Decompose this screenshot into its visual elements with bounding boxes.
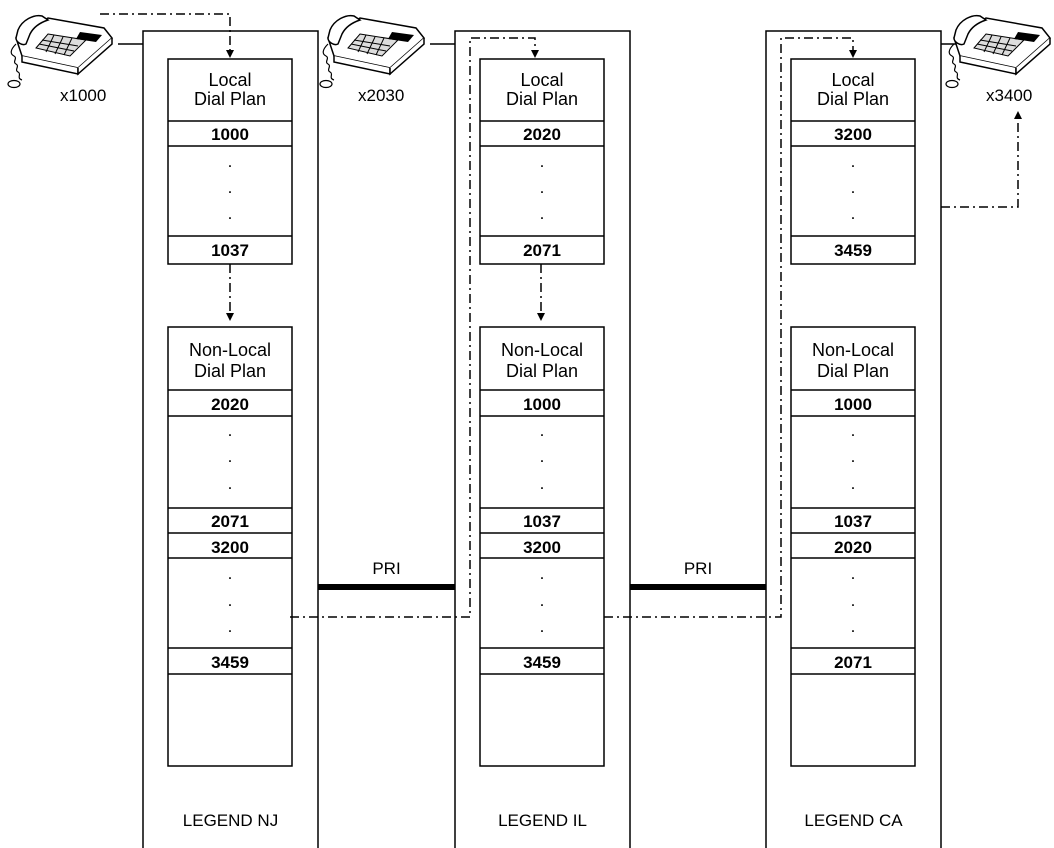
local-il-dot-2: .: [539, 178, 545, 197]
local-last-nj: 1037: [211, 241, 249, 260]
local-title-line2-il: Dial Plan: [505, 89, 579, 109]
local-title-line1-il: Local: [520, 70, 564, 90]
telephone-icon-x2030: [319, 14, 425, 89]
nonlocal-range2-nj-dot-2: .: [227, 591, 233, 610]
switch-label-nj: LEGEND NJ: [182, 811, 279, 830]
nonlocal-dial-plan-il: [479, 326, 605, 767]
nonlocal-range2-last-nj: 3459: [211, 653, 249, 672]
switch-label-ca: LEGEND CA: [804, 811, 903, 830]
call-path-arrow-6: [1014, 111, 1022, 119]
pri-label-1: PRI: [372, 559, 401, 578]
call-path-arrow-2: [226, 313, 234, 321]
local-title-line2-nj: Dial Plan: [193, 89, 267, 109]
nonlocal-dial-plan-ca: [790, 326, 916, 767]
nonlocal-range1-il-dot-1: .: [539, 421, 545, 440]
nonlocal-title-line2-il: Dial Plan: [505, 361, 579, 381]
nonlocal-range2-first-ca: 2020: [834, 538, 872, 557]
nonlocal-range2-ca-dot-3: .: [850, 617, 856, 636]
local-ca-dot-3: .: [850, 204, 856, 223]
local-dial-plan-ca: [790, 58, 916, 265]
nonlocal-range1-nj-dot-2: .: [227, 447, 233, 466]
call-path-arrow-5: [849, 50, 857, 58]
nonlocal-range2-first-nj: 3200: [211, 538, 249, 557]
pri-label-2: PRI: [683, 559, 713, 578]
nonlocal-range1-last-il: 1037: [523, 512, 561, 531]
call-path-phone-to-local-nj: [100, 13, 231, 50]
local-ca-dot-1: .: [850, 152, 856, 171]
call-path-nj-to-il: [290, 37, 536, 618]
nonlocal-range1-il-dot-3: .: [539, 474, 545, 493]
call-path-arrow-3: [531, 50, 539, 58]
local-nj-dot-3: .: [227, 204, 233, 223]
nonlocal-title-line1-il: Non-Local: [500, 340, 584, 360]
nonlocal-dial-plan-nj: [167, 326, 293, 767]
local-title-line2-ca: Dial Plan: [816, 89, 890, 109]
switch-box-il: [454, 30, 631, 848]
call-path-ca-to-phone: [941, 120, 1019, 208]
nonlocal-range1-first-ca: 1000: [834, 395, 872, 414]
pri-link-2: [630, 584, 766, 590]
nonlocal-range1-il-dot-2: .: [539, 447, 545, 466]
local-nj-dot-1: .: [227, 152, 233, 171]
nonlocal-title-line1-nj: Non-Local: [188, 340, 272, 360]
local-first-nj: 1000: [211, 125, 249, 144]
nonlocal-range2-il-dot-3: .: [539, 617, 545, 636]
nonlocal-range2-nj-dot-3: .: [227, 617, 233, 636]
call-path-arrow-1: [226, 50, 234, 58]
nonlocal-range2-ca-dot-1: .: [850, 564, 856, 583]
nonlocal-range2-last-il: 3459: [523, 653, 561, 672]
nonlocal-range2-last-ca: 2071: [834, 653, 872, 672]
nonlocal-range1-last-nj: 2071: [211, 512, 249, 531]
phone-extension-x1000: x1000: [60, 86, 107, 105]
telephone-icon-x3400: [945, 14, 1051, 89]
nonlocal-range1-nj-dot-1: .: [227, 421, 233, 440]
local-dial-plan-il: [479, 58, 605, 265]
nonlocal-range1-first-il: 1000: [523, 395, 561, 414]
call-path-il-to-ca: [604, 37, 854, 618]
nonlocal-title-line1-ca: Non-Local: [811, 340, 895, 360]
pri-link-1: [318, 584, 455, 590]
local-title-line1-nj: Local: [208, 70, 252, 90]
nonlocal-range2-first-il: 3200: [523, 538, 561, 557]
local-il-dot-1: .: [539, 152, 545, 171]
local-last-ca: 3459: [834, 241, 872, 260]
phone-extension-x2030: x2030: [358, 86, 405, 105]
switch-box-ca: [765, 30, 942, 848]
local-nj-dot-2: .: [227, 178, 233, 197]
telephone-icon-x1000: [7, 14, 113, 89]
local-last-il: 2071: [523, 241, 561, 260]
local-ca-dot-2: .: [850, 178, 856, 197]
nonlocal-range1-last-ca: 1037: [834, 512, 872, 531]
nonlocal-range2-nj-dot-1: .: [227, 564, 233, 583]
local-first-il: 2020: [523, 125, 561, 144]
nonlocal-title-line2-nj: Dial Plan: [193, 361, 267, 381]
nonlocal-range1-ca-dot-3: .: [850, 474, 856, 493]
nonlocal-range1-ca-dot-1: .: [850, 421, 856, 440]
nonlocal-range2-ca-dot-2: .: [850, 591, 856, 610]
nonlocal-range1-first-nj: 2020: [211, 395, 249, 414]
nonlocal-range1-ca-dot-2: .: [850, 447, 856, 466]
nonlocal-range1-nj-dot-3: .: [227, 474, 233, 493]
switch-label-il: LEGEND IL: [498, 811, 587, 830]
nonlocal-range2-il-dot-2: .: [539, 591, 545, 610]
local-first-ca: 3200: [834, 125, 872, 144]
phone-extension-x3400: x3400: [986, 86, 1033, 105]
nonlocal-range2-il-dot-1: .: [539, 564, 545, 583]
nonlocal-title-line2-ca: Dial Plan: [816, 361, 890, 381]
call-path-arrow-4: [537, 313, 545, 321]
local-title-line1-ca: Local: [831, 70, 875, 90]
local-il-dot-3: .: [539, 204, 545, 223]
